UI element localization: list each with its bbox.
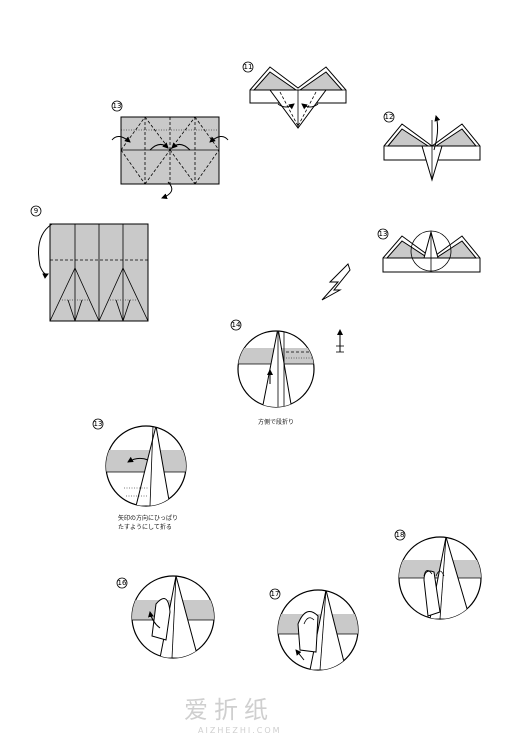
step-18-diagram bbox=[398, 536, 482, 620]
step-10-diagram bbox=[111, 116, 229, 200]
step-17-number: 17 bbox=[269, 588, 281, 600]
step-11-number: 11 bbox=[242, 61, 254, 73]
svg-text:18: 18 bbox=[396, 531, 405, 539]
svg-text:13: 13 bbox=[94, 420, 103, 428]
svg-text:9: 9 bbox=[34, 207, 38, 215]
step-18-number: 18 bbox=[394, 529, 406, 541]
watermark-chinese: 爱折纸 bbox=[184, 696, 274, 724]
step-14-diagram bbox=[237, 329, 344, 408]
step-12-number: 12 bbox=[383, 111, 395, 123]
step-9-diagram bbox=[38, 223, 149, 322]
step-15-number: 13 bbox=[92, 418, 104, 430]
step-15-diagram bbox=[105, 425, 187, 507]
svg-text:14: 14 bbox=[232, 321, 241, 329]
step-16-diagram bbox=[131, 575, 215, 659]
step-9-number: 9 bbox=[30, 205, 42, 217]
step-10-number: 13 bbox=[111, 100, 123, 112]
watermark-domain: AIZHEZHI.COM bbox=[198, 726, 282, 735]
svg-text:11: 11 bbox=[244, 63, 253, 71]
step-16-number: 16 bbox=[116, 577, 128, 589]
step-14-number: 14 bbox=[230, 319, 242, 331]
svg-text:13: 13 bbox=[379, 230, 388, 238]
step-15-note-line1: 矢印の方向にひっぱり bbox=[118, 514, 178, 522]
step-15-note-line2: たすようにして折る bbox=[118, 523, 172, 531]
zoom-arrow-icon bbox=[321, 263, 351, 301]
step-11-diagram bbox=[249, 66, 347, 129]
svg-text:13: 13 bbox=[113, 102, 122, 110]
svg-text:17: 17 bbox=[271, 590, 280, 598]
step-13a-number: 13 bbox=[377, 228, 389, 240]
svg-text:12: 12 bbox=[385, 113, 394, 121]
step-13a-diagram bbox=[382, 230, 481, 273]
step-12-diagram bbox=[383, 115, 481, 182]
step-14-note: 方側で段折り bbox=[258, 418, 294, 426]
step-17-diagram bbox=[277, 589, 359, 671]
svg-text:16: 16 bbox=[118, 579, 127, 587]
